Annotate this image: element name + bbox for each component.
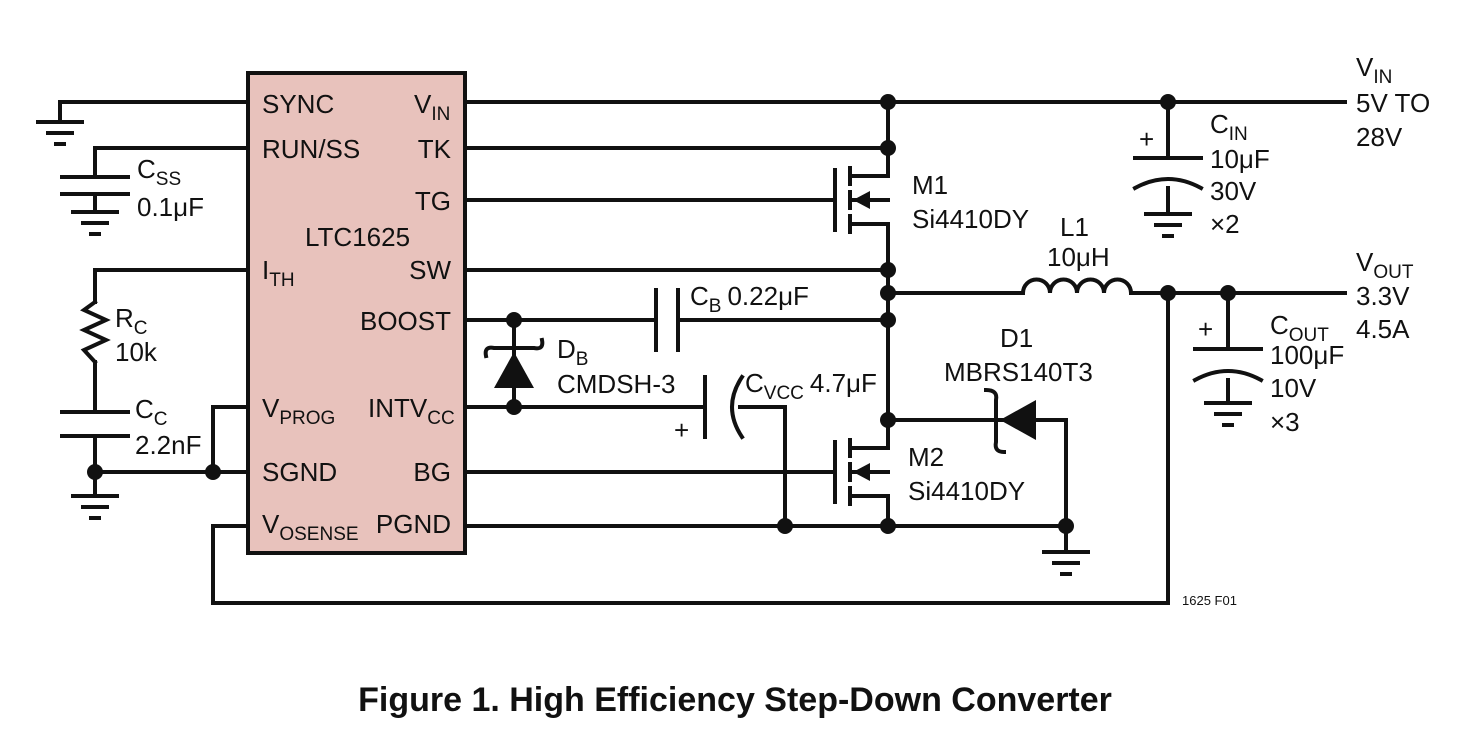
cc-capacitor-icon: [60, 410, 130, 438]
l1-inductor-icon: [1020, 277, 1134, 296]
m1-label: M1: [912, 170, 948, 200]
vin-range-line1: 5V TO: [1356, 88, 1430, 118]
css-value: 0.1μF: [137, 192, 204, 222]
m2-label: M2: [908, 442, 944, 472]
m1-mosfet-icon: [833, 166, 890, 234]
ic-part-label: LTC1625: [305, 222, 410, 252]
cin-capacitor-icon: [1132, 156, 1204, 191]
cb-capacitor-icon: [654, 288, 680, 352]
cc-label: CC: [135, 394, 168, 430]
vout-current: 4.5A: [1356, 314, 1410, 344]
left-side-wires: [58, 100, 1170, 605]
vin-rail-label: VIN: [1356, 52, 1392, 88]
ltc1625-ic-body: [246, 71, 467, 555]
db-diode-icon: [483, 337, 545, 388]
d1-diode-icon: [983, 387, 1036, 455]
pin-run-ss-label: RUN/SS: [262, 134, 360, 164]
pin-vin-label: VIN: [414, 89, 450, 125]
pin-boost-label: BOOST: [360, 306, 451, 336]
m1-part: Si4410DY: [912, 204, 1029, 234]
rc-label: RC: [115, 303, 148, 339]
pin-vosense-label: VOSENSE: [262, 509, 359, 545]
css-label: CSS: [137, 154, 181, 190]
m2-mosfet-icon: [833, 438, 890, 506]
cout-capacitor-icon: [1192, 347, 1264, 383]
figure-caption: Figure 1. High Efficiency Step-Down Conv…: [358, 681, 1112, 719]
ground-icon: [36, 120, 84, 146]
ground-icon: [1042, 550, 1090, 576]
cout-qty: ×3: [1270, 407, 1300, 437]
db-label: DB: [557, 334, 588, 370]
cout-voltage: 10V: [1270, 373, 1317, 403]
pin-sw-label: SW: [409, 255, 451, 285]
vout-rail-label: VOUT: [1356, 247, 1414, 283]
rc-value: 10k: [115, 337, 158, 367]
pin-intvcc-label: INTVCC: [368, 393, 455, 429]
pin-tg-label: TG: [415, 186, 451, 216]
ground-icon: [71, 210, 119, 236]
cin-voltage: 30V: [1210, 176, 1257, 206]
figure-id: 1625 F01: [1182, 593, 1237, 608]
pin-sgnd-label: SGND: [262, 457, 337, 487]
vin-range-line2: 28V: [1356, 122, 1403, 152]
cout-polarity: +: [1198, 314, 1213, 344]
cout-label: COUT: [1270, 310, 1329, 346]
pin-sync-label: SYNC: [262, 89, 334, 119]
rc-resistor-icon: [79, 299, 111, 365]
db-part: CMDSH-3: [557, 369, 675, 399]
ground-icon: [71, 494, 119, 520]
cin-value: 10μF: [1210, 144, 1270, 174]
pin-pgnd-label: PGND: [376, 509, 451, 539]
pin-vprog-label: VPROG: [262, 393, 335, 429]
cout-value: 100μF: [1270, 340, 1344, 370]
cin-label: CIN: [1210, 109, 1248, 145]
d1-label: D1: [1000, 323, 1033, 353]
ground-icon: [1144, 212, 1192, 238]
cvcc-capacitor-icon: [703, 374, 745, 440]
pin-bg-label: BG: [413, 457, 451, 487]
css-capacitor-icon: [60, 175, 130, 212]
vout-voltage: 3.3V: [1356, 281, 1410, 311]
cin-polarity: +: [1139, 124, 1154, 154]
l1-value: 10μH: [1047, 242, 1110, 272]
l1-label: L1: [1060, 212, 1089, 242]
ground-icon: [1204, 401, 1252, 427]
cin-qty: ×2: [1210, 209, 1240, 239]
m2-part: Si4410DY: [908, 476, 1025, 506]
d1-part: MBRS140T3: [944, 357, 1093, 387]
pin-ith-label: ITH: [262, 255, 295, 291]
junction-dots: [87, 94, 1236, 534]
cvcc-polarity: +: [674, 415, 689, 445]
pin-tk-label: TK: [418, 134, 452, 164]
cc-value: 2.2nF: [135, 430, 202, 460]
